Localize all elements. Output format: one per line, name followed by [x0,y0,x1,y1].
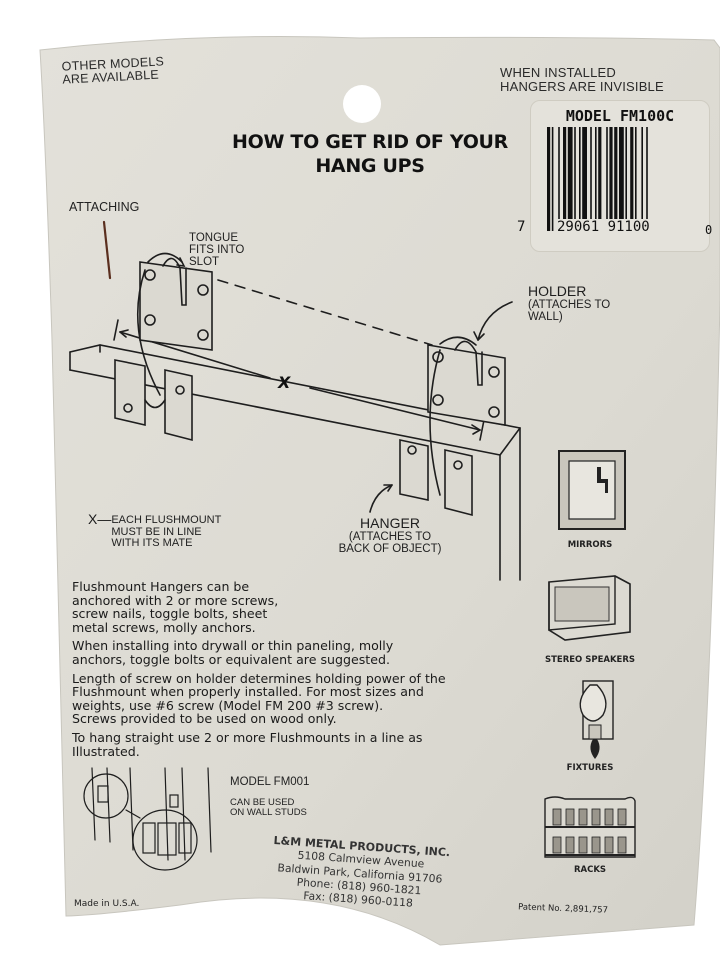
barcode-bar [630,127,634,231]
barcode-bar [625,127,627,231]
secondary-model-name: MODEL FM001 [230,776,310,788]
model-number: MODEL FM100C [565,107,675,125]
use-label: RACKS [573,865,607,875]
text-line: screw nails, toggle bolts, sheet [72,606,268,622]
invisible-note: WHEN INSTALLED HANGERS ARE INVISIBLE [500,66,664,93]
note-line: HANGERS ARE INVISIBLE [500,78,664,94]
instruction-paragraph: Length of screw on holder determines hol… [72,670,532,727]
barcode-digit-right: 0 [705,223,713,237]
hanger-right [399,349,473,517]
label-line: WITH ITS MATE [111,537,193,550]
holder-label: HOLDER (ATTACHES TO WALL) [528,284,610,323]
instructions: Flushmount Hangers can be anchored with … [72,580,532,758]
label-line: CAN BE USED [230,797,295,808]
instruction-paragraph: When installing into drywall or thin pan… [72,639,532,666]
barcode-bar [598,127,602,231]
text-line: Screws provided to be used on wood only. [72,711,337,727]
use-item: RACKS [535,795,645,905]
barcode-sticker: MODEL FM100C 7 29061 91100 0 [517,100,713,252]
label-line: ON WALL STUDS [230,806,307,818]
text-line: anchored with 2 or more screws, [72,592,279,608]
instruction-paragraph: To hang straight use 2 or more Flushmoun… [72,731,532,758]
tongue-label: TONGUE FITS INTO SLOT [189,232,244,268]
barcode-bar [574,127,576,231]
text-line: When installing into drywall or thin pan… [72,638,394,654]
attaching-label: ATTACHING [69,200,140,214]
barcode-bar [567,127,573,231]
title-line: HOW TO GET RID OF YOUR [231,131,509,153]
barcode-bar [606,127,608,231]
use-item: MIRRORS [535,445,645,555]
use-label: FIXTURES [566,763,614,773]
use-label: STEREO SPEAKERS [544,655,636,665]
barcode-bar [547,127,551,231]
nail-icon [102,220,112,280]
text-line: Flushmount when properly installed. For … [72,684,424,700]
barcode-bar [641,127,643,231]
use-item: FIXTURES [535,675,645,785]
barcode-digit-left: 7 [517,219,526,235]
hanger-left [114,269,193,442]
barcode-bar [646,127,648,231]
secondary-model-note: CAN BE USED ON WALL STUDS [230,798,307,818]
barcode-bar [590,127,592,231]
text-line: anchors, toggle bolts or equivalent are … [72,651,390,667]
use-label: MIRRORS [567,540,613,550]
label-line: EACH FLUSHMOUNT [111,514,222,526]
title-line: HANG UPS [315,154,425,177]
text-line: Illustrated. [72,743,140,759]
hang-hole [343,85,381,123]
rack-icon [544,796,636,858]
barcode-bar [619,127,624,231]
barcode-bar [558,127,560,231]
x-note-prefix: X— [88,511,112,527]
text-line: Flushmount Hangers can be [72,579,250,594]
label-line: (ATTACHES TO [348,530,432,543]
x-note: X— EACH FLUSHMOUNT MUST BE IN LINE WITH … [88,512,221,550]
label-line: MUST BE IN LINE [111,525,202,538]
barcode-bar [609,127,613,231]
barcode [547,127,648,231]
label-line: HANGER [360,515,420,531]
note-line: WHEN INSTALLED [500,65,616,80]
made-in-label: Made in U.S.A. [74,899,140,909]
holder-right [427,336,506,426]
speaker-icon [548,575,631,641]
instruction-paragraph: Flushmount Hangers can be anchored with … [72,580,532,634]
text-line: metal screws, molly anchors. [72,619,256,635]
label-line: HOLDER [528,283,587,299]
label-line: (ATTACHES TO [528,298,611,311]
fixture-icon [579,680,614,759]
barcode-bar [614,127,618,231]
label-line: BACK OF OBJECT) [338,542,442,555]
hanger-label: HANGER (ATTACHES TO BACK OF OBJECT) [325,516,455,555]
holder-left [139,252,213,351]
barcode-bar [582,127,587,231]
text-line: weights, use #6 screw (Model FM 200 #3 s… [72,697,384,713]
use-item: STEREO SPEAKERS [535,570,645,680]
label-line: WALL) [528,310,563,323]
page-title: HOW TO GET RID OF YOUR HANG UPS [210,131,530,177]
text-line: To hang straight use 2 or more Flushmoun… [72,729,423,745]
barcode-digits-main: 29061 91100 [555,219,652,235]
fm001-illustration [83,767,212,871]
mirror-icon [558,450,626,530]
barcode-bar [563,127,567,231]
barcode-bar [595,127,597,231]
barcode-bar [579,127,581,231]
x-dimension-mark: X [277,373,291,392]
label-line: SLOT [189,256,220,269]
text-line: Length of screw on holder determines hol… [72,670,446,686]
barcode-bar [551,127,554,231]
barcode-bar [635,127,637,231]
label-line: FITS INTO [189,244,245,257]
label-line: TONGUE [189,232,238,244]
